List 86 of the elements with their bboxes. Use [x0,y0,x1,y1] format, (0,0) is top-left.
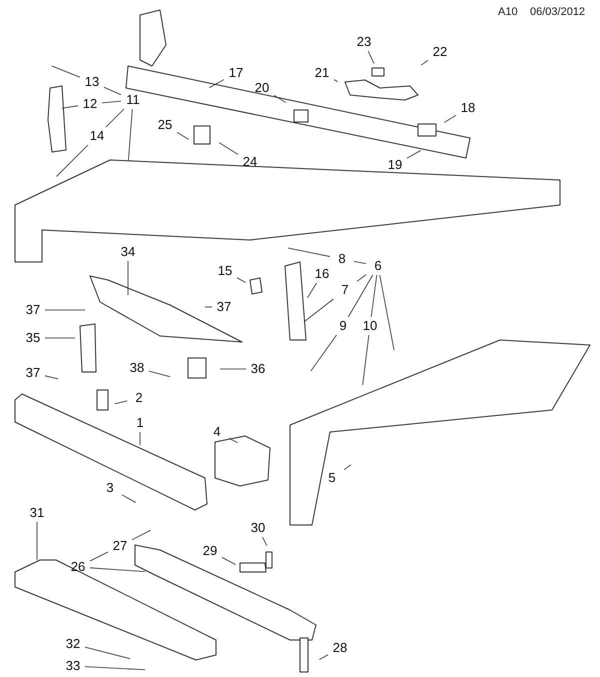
leader-line [420,60,428,66]
callout-number: 9 [332,318,354,334]
leader-line [204,306,212,308]
callout-number: 29 [199,543,221,559]
callout-number: 3 [99,480,121,496]
callout-number: 36 [247,361,269,377]
leader-line [218,142,238,155]
leader-line [114,400,128,404]
callout-number: 37 [22,365,44,381]
callout-number: 35 [22,330,44,346]
leader-line [348,274,374,318]
leader-line [222,557,236,566]
leader-line [44,375,59,380]
callout-number: 30 [247,520,269,536]
leader-line [356,274,366,282]
leader-line [370,274,378,318]
callout-number: 26 [67,559,89,575]
callout-number: 18 [457,100,479,116]
leader-line [262,536,268,546]
callout-number: 7 [334,282,356,298]
date-text: 06/03/2012 [530,6,586,18]
callout-number: 8 [331,251,353,267]
leader-line [334,79,338,82]
leader-line [368,50,374,64]
callout-number: 4 [206,424,228,440]
leader-line [122,494,136,503]
leader-line [132,530,151,540]
leader-line [362,334,370,386]
callout-number: 13 [81,74,103,90]
leader-line [307,282,317,298]
callout-number: 2 [128,390,150,406]
callout-number: 21 [311,65,333,81]
sheet-code: A10 [498,6,518,18]
callout-number: 5 [321,470,343,486]
callout-number: 23 [353,34,375,50]
callout-number: 11 [122,92,144,108]
leader-line [62,105,78,109]
callout-number: 33 [62,658,84,674]
callout-number: 15 [214,263,236,279]
callout-number: 32 [62,636,84,652]
leader-line [84,646,131,660]
leader-line [318,654,328,660]
callout-number: 34 [117,244,139,260]
leader-line [148,370,171,378]
callout-number: 20 [251,80,273,96]
leader-line [444,114,456,123]
leader-line [104,86,122,96]
callout-number: 14 [86,128,108,144]
leader-line [354,260,366,264]
leader-line [379,274,394,350]
callout-number: 25 [154,117,176,133]
leader-line [304,298,334,322]
callout-number: 1 [129,415,151,431]
callout-number: 27 [109,538,131,554]
leader-line [90,552,108,562]
leader-line [288,248,330,257]
leader-line [84,666,146,670]
leader-line [102,100,122,104]
callout-number: 38 [126,360,148,376]
callout-number: 19 [384,157,406,173]
leader-line [236,277,246,283]
leader-line [90,567,146,572]
leader-line [128,108,133,162]
callout-number: 10 [359,318,381,334]
callout-number: 24 [239,154,261,170]
leader-line [176,132,190,140]
callout-number: 37 [213,299,235,315]
leader-line [36,522,38,560]
leader-line [208,79,224,88]
leader-line [310,334,337,372]
leader-line [274,94,286,103]
callout-number: 28 [329,640,351,656]
leader-line [51,65,80,78]
callout-number: 22 [429,44,451,60]
leader-line [56,144,88,177]
callout-number: 12 [79,96,101,112]
callout-number: 6 [367,258,389,274]
leader-line [406,150,422,159]
leader-line [228,438,238,444]
leader-line [106,108,124,128]
callout-number: 37 [22,302,44,318]
leader-line [344,464,352,470]
leader-line [220,368,246,370]
callout-number: 31 [26,505,48,521]
callout-number: 16 [311,266,333,282]
callout-number: 17 [225,65,247,81]
